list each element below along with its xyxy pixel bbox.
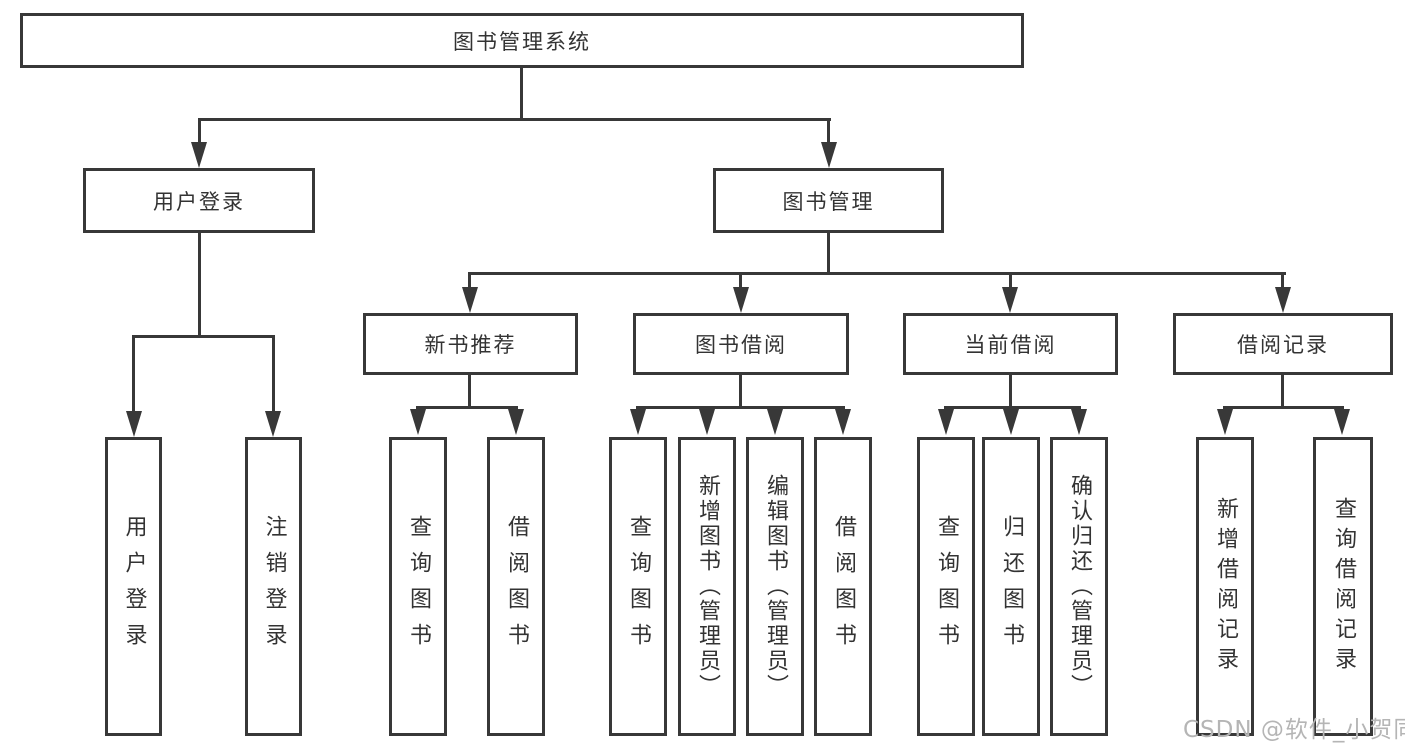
connector-login-bus bbox=[132, 335, 275, 338]
leaf-newbook-borrow-books: 借阅图书 bbox=[487, 437, 545, 736]
arrow-to-borrow-leaf4 bbox=[835, 409, 851, 435]
connector-root-bus bbox=[198, 118, 831, 121]
leaf-records-query-record: 查询借阅记录 bbox=[1313, 437, 1373, 736]
arrow-to-records-leaf1 bbox=[1217, 409, 1233, 435]
leaf-newbook-query-books: 查询图书 bbox=[389, 437, 447, 736]
leaf-label: 确认归还（管理员） bbox=[1067, 474, 1092, 699]
node-label: 图书管理 bbox=[782, 189, 875, 214]
leaf-borrow-edit-books-admin: 编辑图书（管理员） bbox=[746, 437, 804, 736]
connector-current-stub bbox=[1009, 375, 1012, 406]
arrow-to-newbook-leaf1 bbox=[410, 409, 426, 435]
leaf-label: 查询借阅记录 bbox=[1331, 496, 1356, 677]
connector-records-bus bbox=[1223, 406, 1344, 409]
node-label: 新书推荐 bbox=[424, 333, 517, 357]
arrow-to-book-management bbox=[821, 142, 837, 168]
connector-mgmt-stub bbox=[827, 233, 830, 272]
arrow-to-current-leaf3 bbox=[1071, 409, 1087, 435]
node-new-book-recommend: 新书推荐 bbox=[363, 313, 578, 375]
leaf-current-confirm-return-admin: 确认归还（管理员） bbox=[1050, 437, 1108, 736]
connector-drop-borrow-records bbox=[1281, 272, 1284, 289]
connector-borrow-bus bbox=[636, 406, 845, 409]
arrow-to-login-leaf1 bbox=[126, 411, 142, 437]
node-label: 用户登录 bbox=[153, 189, 245, 214]
connector-root-stub bbox=[520, 68, 523, 118]
arrow-to-borrow-records bbox=[1275, 287, 1291, 313]
leaf-label: 借阅图书 bbox=[831, 514, 856, 659]
connector-drop-book-borrow bbox=[739, 272, 742, 289]
leaf-borrow-borrow-books: 借阅图书 bbox=[814, 437, 872, 736]
arrow-to-newbook-leaf2 bbox=[508, 409, 524, 435]
node-root-library-system: 图书管理系统 bbox=[20, 13, 1024, 68]
arrow-to-borrow-leaf3 bbox=[767, 409, 783, 435]
node-current-borrow: 当前借阅 bbox=[903, 313, 1118, 375]
connector-records-stub bbox=[1281, 375, 1284, 406]
leaf-label: 借阅图书 bbox=[504, 514, 529, 659]
connector-drop-login-leaf1 bbox=[132, 335, 135, 413]
leaf-label: 查询图书 bbox=[626, 514, 651, 659]
arrow-to-new-book bbox=[462, 287, 478, 313]
leaf-label: 新增图书（管理员） bbox=[695, 474, 720, 699]
node-label: 借阅记录 bbox=[1237, 333, 1329, 357]
node-book-borrow: 图书借阅 bbox=[633, 313, 849, 375]
arrow-to-current-borrow bbox=[1002, 287, 1018, 313]
connector-newbook-stub bbox=[468, 375, 471, 406]
node-label: 图书管理系统 bbox=[453, 29, 591, 54]
node-label: 当前借阅 bbox=[964, 333, 1057, 357]
leaf-borrow-query-books: 查询图书 bbox=[609, 437, 667, 736]
arrow-to-current-leaf2 bbox=[1003, 409, 1019, 435]
node-book-management: 图书管理 bbox=[713, 168, 944, 233]
arrow-to-borrow-leaf1 bbox=[630, 409, 646, 435]
connector-drop-user-login bbox=[198, 118, 201, 146]
leaf-user-login: 用户登录 bbox=[105, 437, 162, 736]
leaf-label: 编辑图书（管理员） bbox=[763, 474, 788, 699]
arrow-to-current-leaf1 bbox=[938, 409, 954, 435]
node-user-login: 用户登录 bbox=[83, 168, 315, 233]
connector-login-stub bbox=[198, 233, 201, 335]
leaf-borrow-add-books-admin: 新增图书（管理员） bbox=[678, 437, 736, 736]
arrow-to-login-leaf2 bbox=[265, 411, 281, 437]
arrow-to-book-borrow bbox=[733, 287, 749, 313]
leaf-label: 查询图书 bbox=[934, 514, 959, 659]
connector-drop-book-management bbox=[827, 118, 830, 146]
connector-drop-new-book bbox=[468, 272, 471, 289]
leaf-logout: 注销登录 bbox=[245, 437, 302, 736]
arrow-to-borrow-leaf2 bbox=[699, 409, 715, 435]
leaf-records-add-record: 新增借阅记录 bbox=[1196, 437, 1254, 736]
connector-current-bus bbox=[944, 406, 1081, 409]
leaf-current-return-books: 归还图书 bbox=[982, 437, 1040, 736]
leaf-label: 新增借阅记录 bbox=[1213, 496, 1238, 677]
node-borrow-records: 借阅记录 bbox=[1173, 313, 1393, 375]
arrow-to-user-login bbox=[191, 142, 207, 168]
connector-newbook-bus bbox=[416, 406, 518, 409]
arrow-to-records-leaf2 bbox=[1334, 409, 1350, 435]
connector-drop-current-borrow bbox=[1009, 272, 1012, 289]
csdn-watermark: CSDN @软件_小贺同学 bbox=[1183, 717, 1405, 743]
leaf-label: 归还图书 bbox=[999, 514, 1024, 659]
connector-borrow-stub bbox=[739, 375, 742, 406]
leaf-label: 用户登录 bbox=[121, 514, 147, 659]
leaf-current-query-books: 查询图书 bbox=[917, 437, 975, 736]
leaf-label: 注销登录 bbox=[261, 514, 287, 659]
node-label: 图书借阅 bbox=[695, 333, 787, 357]
leaf-label: 查询图书 bbox=[406, 514, 431, 659]
connector-drop-login-leaf2 bbox=[272, 335, 275, 413]
connector-mgmt-bus bbox=[469, 272, 1286, 275]
